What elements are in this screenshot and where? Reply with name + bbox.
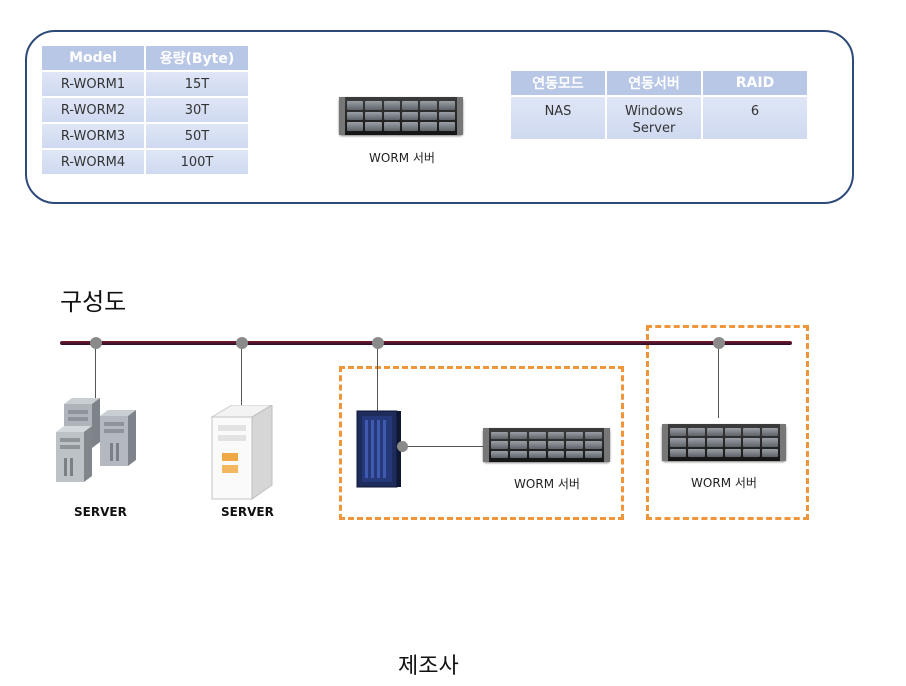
- model-cell: R-WORM3: [42, 124, 144, 148]
- worm-server-icon: [483, 428, 610, 462]
- server-cluster-icon: [56, 398, 136, 482]
- model-header: Model: [42, 46, 144, 70]
- link-server-cell: Windows Server: [607, 97, 701, 139]
- worm-server-caption: WORM 서버: [514, 477, 580, 491]
- capacity-cell: 30T: [146, 98, 248, 122]
- capacity-cell: 50T: [146, 124, 248, 148]
- worm-server-caption: WORM 서버: [691, 476, 757, 490]
- drop-line: [241, 343, 242, 409]
- worm-group-box: [646, 325, 809, 520]
- server-label: SERVER: [221, 505, 274, 519]
- diagram-title: 구성도: [60, 288, 127, 316]
- drop-line: [377, 343, 378, 411]
- table-row: NAS Windows Server 6: [511, 97, 807, 139]
- table-row: R-WORM2 30T: [42, 98, 248, 122]
- link-node: [397, 441, 408, 452]
- model-cell: R-WORM2: [42, 98, 144, 122]
- capacity-cell: 100T: [146, 150, 248, 174]
- storage-tower-icon: [356, 410, 401, 488]
- table-row: R-WORM1 15T: [42, 72, 248, 96]
- link-mode-header: 연동모드: [511, 71, 605, 95]
- server-label: SERVER: [74, 505, 127, 519]
- integration-table: 연동모드 연동서버 RAID NAS Windows Server 6: [509, 69, 809, 141]
- table-row: R-WORM3 50T: [42, 124, 248, 148]
- server-tower-icon: [210, 405, 273, 500]
- worm-server-icon: [339, 97, 463, 135]
- model-cell: R-WORM4: [42, 150, 144, 174]
- network-node: [236, 337, 248, 349]
- network-node: [713, 337, 725, 349]
- model-capacity-table: Model 용량(Byte) R-WORM1 15T R-WORM2 30T R…: [40, 44, 250, 176]
- worm-server-icon: [662, 424, 786, 461]
- worm-server-caption: WORM 서버: [369, 151, 435, 165]
- link-line: [403, 446, 483, 447]
- model-cell: R-WORM1: [42, 72, 144, 96]
- network-backbone: [60, 341, 792, 345]
- link-server-text: Windows Server: [624, 104, 684, 136]
- nas-group-box: [339, 366, 624, 520]
- drop-line: [718, 343, 719, 418]
- network-node: [372, 337, 384, 349]
- spec-panel: [25, 30, 854, 204]
- manufacturer-title: 제조사: [398, 654, 459, 679]
- capacity-header: 용량(Byte): [146, 46, 248, 70]
- link-server-header: 연동서버: [607, 71, 701, 95]
- raid-header: RAID: [703, 71, 807, 95]
- table-row: R-WORM4 100T: [42, 150, 248, 174]
- network-node: [90, 337, 102, 349]
- link-mode-cell: NAS: [511, 97, 605, 139]
- capacity-cell: 15T: [146, 72, 248, 96]
- drop-line: [95, 343, 96, 407]
- raid-cell: 6: [703, 97, 807, 139]
